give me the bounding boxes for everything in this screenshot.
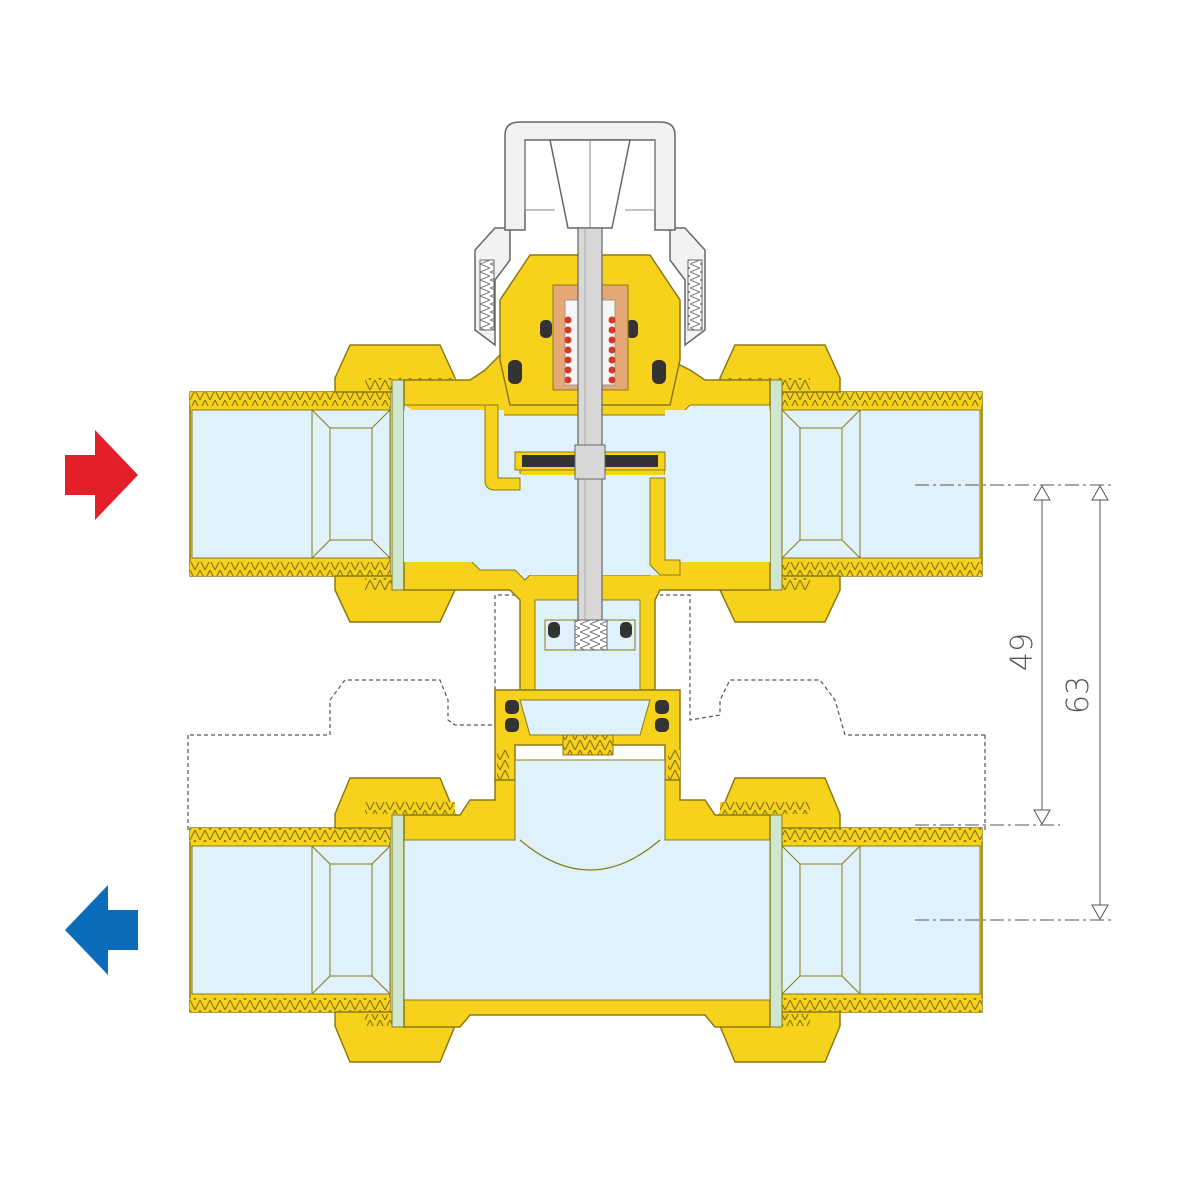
- dimension-label-63: 63: [1061, 676, 1096, 714]
- dimension-label-49: 49: [1005, 633, 1040, 671]
- bonnet-seal-right: [652, 360, 666, 384]
- outlet-arrow-icon: [65, 885, 138, 975]
- upper-right-gasket: [769, 379, 783, 591]
- dimension-lines: [915, 484, 1115, 921]
- upper-left-bore: [191, 409, 313, 559]
- upper-left-hex-bore: [311, 409, 391, 559]
- spring: [564, 316, 616, 384]
- bonnet-seal-left: [508, 360, 522, 384]
- ghost-outline: [187, 594, 986, 830]
- knob-shell: [504, 121, 676, 231]
- stem: [514, 227, 666, 651]
- upper-right-bore: [859, 409, 981, 559]
- stem-rod: [577, 227, 603, 629]
- lower-body: [189, 759, 983, 1063]
- upper-left-gasket: [391, 379, 405, 591]
- lower-left-gasket: [391, 814, 405, 1028]
- upper-body: [189, 344, 983, 691]
- knob: [504, 121, 676, 231]
- lower-left-bore: [191, 845, 313, 995]
- lower-right-gasket: [769, 814, 783, 1028]
- lower-water-cavity: [403, 759, 771, 1001]
- inlet-arrow-icon: [65, 430, 138, 520]
